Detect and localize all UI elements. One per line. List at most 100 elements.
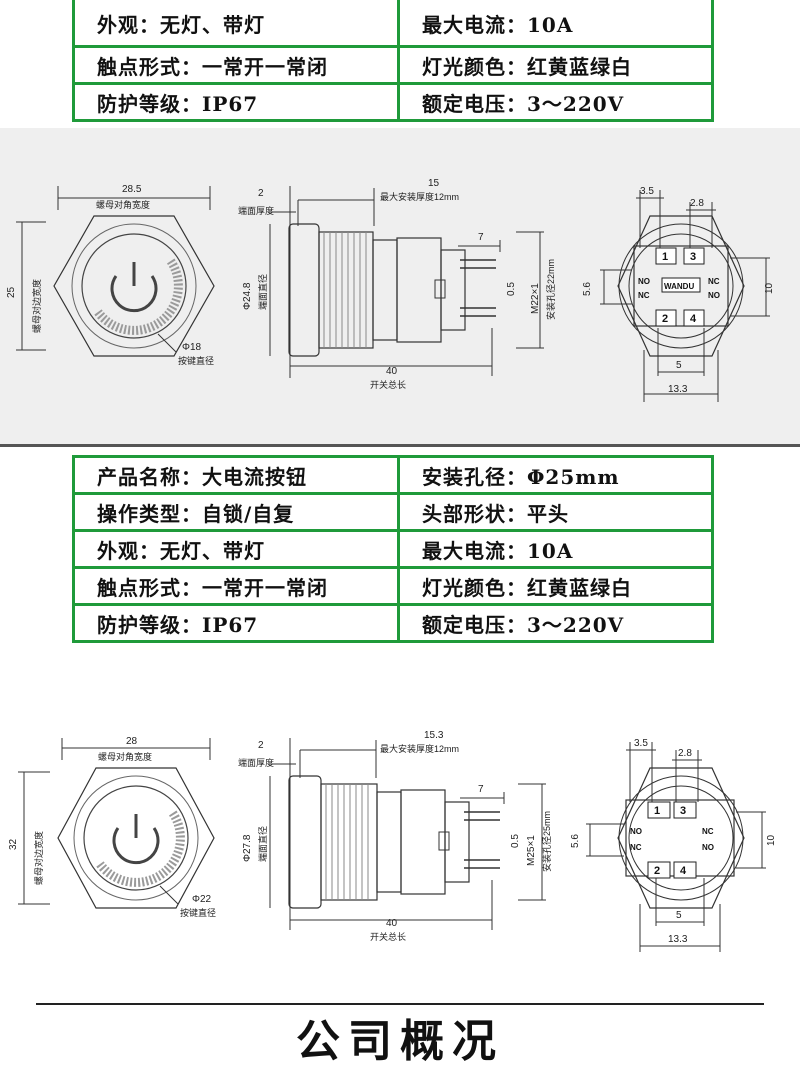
face-diameter-value: Φ24.8 xyxy=(242,282,253,310)
terminal-no-label: NO xyxy=(630,827,642,836)
table-row: 触点形式：一常开一常闭 灯光颜色：红黄蓝绿白 xyxy=(72,45,714,85)
mount-hole-label: 安装孔径25mm xyxy=(541,811,552,872)
terminal-no-label: NO xyxy=(638,277,650,286)
max-mount-value: 15.3 xyxy=(424,730,444,741)
pitch-a-value: 3.5 xyxy=(634,738,648,749)
terminal-width-value: 0.5 xyxy=(506,282,517,296)
span-5-value: 5 xyxy=(676,910,682,921)
front-view xyxy=(16,186,215,357)
span-h-value: 10 xyxy=(764,282,775,294)
spec-light-color: 灯光颜色：红黄蓝绿白 xyxy=(397,45,714,85)
nut-flat-label: 螺母对边宽度 xyxy=(31,279,42,333)
spec-product-name: 产品名称：大电流按钮 xyxy=(72,455,400,495)
terminal-no-label-right: NO xyxy=(708,291,720,300)
pin-4-label: 4 xyxy=(680,865,687,877)
total-length-value: 40 xyxy=(386,918,398,929)
span-5-value: 5 xyxy=(676,360,682,371)
thread-value: M25×1 xyxy=(526,835,537,866)
spec-head-shape: 头部形状：平头 xyxy=(397,492,714,532)
pin-3-label: 3 xyxy=(690,251,696,263)
terminal-nc-label-right: NC xyxy=(708,277,720,286)
total-length-label: 开关总长 xyxy=(370,931,406,942)
bezel-thickness-label: 端面厚度 xyxy=(238,205,274,216)
face-diameter-label: 端面直径 xyxy=(257,826,268,862)
button-diameter-value: Φ22 xyxy=(192,894,212,905)
button-diameter-label: 按键直径 xyxy=(178,355,214,366)
table-row: 外观：无灯、带灯 最大电流：10A xyxy=(72,529,714,569)
side-view xyxy=(268,186,544,378)
spec-protection: 防护等级：IP67 xyxy=(72,82,400,122)
spec-rated-voltage: 额定电压：3～220V xyxy=(397,82,714,122)
max-mount-value: 15 xyxy=(428,178,440,189)
terminal-length-value: 7 xyxy=(478,784,484,795)
spec-appearance: 外观：无灯、带灯 xyxy=(72,529,400,569)
nut-flat-label: 螺母对边宽度 xyxy=(33,831,44,885)
side-view xyxy=(268,738,546,930)
pitch-b-value: 2.8 xyxy=(690,198,704,209)
brand-label: WANDU xyxy=(664,282,694,291)
spec-max-current: 最大电流：10A xyxy=(397,0,714,48)
total-length-value: 40 xyxy=(386,366,398,377)
terminal-nc-label: NC xyxy=(630,843,642,852)
table-row: 防护等级：IP67 额定电压：3～220V xyxy=(72,603,714,643)
spec-light-color: 灯光颜色：红黄蓝绿白 xyxy=(397,566,714,606)
spec-protection: 防护等级：IP67 xyxy=(72,603,400,643)
span-h-value: 10 xyxy=(766,834,777,846)
dimension-drawing-22mm: 28.5 螺母对角宽度 25 螺母对边宽度 Φ18 按键直径 2 端面厚度 15… xyxy=(0,128,800,444)
rear-view xyxy=(600,190,770,402)
pitch-b-value: 2.8 xyxy=(678,748,692,759)
thread-value: M22×1 xyxy=(530,283,541,314)
max-mount-label: 最大安装厚度12mm xyxy=(380,191,459,202)
terminal-length-value: 7 xyxy=(478,232,484,243)
bezel-thickness-label: 端面厚度 xyxy=(238,757,274,768)
nut-diagonal-label: 螺母对角宽度 xyxy=(98,751,152,762)
table-row: 操作类型：自锁/自复 头部形状：平头 xyxy=(72,492,714,532)
dimension-drawing-25mm: 28 螺母对角宽度 32 螺母对边宽度 Φ22 按键直径 2 端面厚度 15.3… xyxy=(0,720,800,960)
button-diameter-value: Φ18 xyxy=(182,342,202,353)
spec-rated-voltage: 额定电压：3～220V xyxy=(397,603,714,643)
table-row: 防护等级：IP67 额定电压：3～220V xyxy=(72,82,714,122)
pin-2-label: 2 xyxy=(662,313,668,325)
pin-2-label: 2 xyxy=(654,865,660,877)
pin-3-label: 3 xyxy=(680,805,686,817)
total-length-label: 开关总长 xyxy=(370,379,406,390)
spec-contact-form: 触点形式：一常开一常闭 xyxy=(72,566,400,606)
button-diameter-label: 按键直径 xyxy=(180,907,216,918)
face-diameter-label: 端面直径 xyxy=(257,274,268,310)
nut-diagonal-value: 28 xyxy=(126,736,138,747)
pin-1-label: 1 xyxy=(654,805,660,817)
terminal-nc-label-right: NC xyxy=(702,827,714,836)
table-row: 产品名称：大电流按钮 安装孔径：Φ25mm xyxy=(72,455,714,495)
pin-1-label: 1 xyxy=(662,251,668,263)
pitch-a-value: 3.5 xyxy=(640,186,654,197)
section-title: 公司概况 xyxy=(296,1016,504,1067)
front-view xyxy=(18,738,215,909)
spec-appearance: 外观：无灯、带灯 xyxy=(72,0,400,48)
spec-contact-form: 触点形式：一常开一常闭 xyxy=(72,45,400,85)
terminal-width-value: 0.5 xyxy=(510,834,521,848)
spec-table-top: 外观：无灯、带灯 最大电流：10A 触点形式：一常开一常闭 灯光颜色：红黄蓝绿白… xyxy=(72,0,714,122)
terminal-nc-label: NC xyxy=(638,291,650,300)
mount-hole-label: 安装孔径22mm xyxy=(545,259,556,320)
span-v-value: 5.6 xyxy=(582,282,593,296)
table-row: 触点形式：一常开一常闭 灯光颜色：红黄蓝绿白 xyxy=(72,566,714,606)
terminal-no-label-right: NO xyxy=(702,843,714,852)
nut-diagonal-value: 28.5 xyxy=(122,184,142,195)
spec-mount-hole: 安装孔径：Φ25mm xyxy=(397,455,714,495)
spec-operation-type: 操作类型：自锁/自复 xyxy=(72,492,400,532)
nut-flat-value: 25 xyxy=(6,286,17,298)
bezel-thickness-value: 2 xyxy=(258,740,264,751)
bezel-thickness-value: 2 xyxy=(258,188,264,199)
pin-4-label: 4 xyxy=(690,313,697,325)
spec-table-bottom: 产品名称：大电流按钮 安装孔径：Φ25mm 操作类型：自锁/自复 头部形状：平头… xyxy=(72,455,714,643)
section-divider xyxy=(36,1003,764,1005)
max-mount-label: 最大安装厚度12mm xyxy=(380,743,459,754)
nut-flat-value: 32 xyxy=(8,838,19,850)
nut-diagonal-label: 螺母对角宽度 xyxy=(96,199,150,210)
table-row: 外观：无灯、带灯 最大电流：10A xyxy=(72,0,714,48)
span-v-value: 5.6 xyxy=(570,834,581,848)
face-diameter-value: Φ27.8 xyxy=(242,834,253,862)
span-13-value: 13.3 xyxy=(668,934,688,945)
spec-max-current: 最大电流：10A xyxy=(397,529,714,569)
span-13-value: 13.3 xyxy=(668,384,688,395)
